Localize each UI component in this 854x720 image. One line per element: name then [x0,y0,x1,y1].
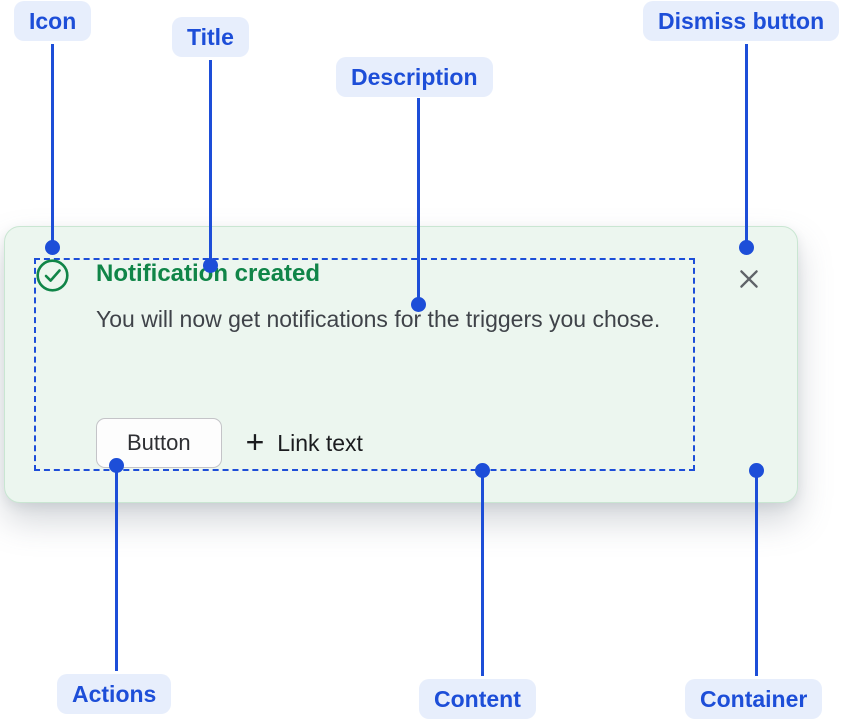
notification-actions: Button + Link text [96,418,363,468]
callout-dot-title [203,258,218,273]
callout-line-actions [115,465,118,671]
action-link[interactable]: + Link text [245,423,363,460]
callout-label-description: Description [336,57,493,97]
dismiss-button[interactable] [731,261,767,297]
plus-icon: + [245,423,265,460]
callout-label-container: Container [685,679,823,719]
callout-line-container [755,471,758,676]
action-link-label: Link text [277,429,363,456]
callout-label-actions: Actions [57,674,172,714]
callout-dot-content [475,463,490,478]
notification-container: Notification created You will now get no… [4,226,798,503]
callout-line-icon [51,44,54,247]
content-region-outline [34,258,695,471]
callout-dot-icon [45,240,60,255]
close-icon [740,270,758,288]
check-circle-icon [36,259,69,292]
callout-label-dismiss-button: Dismiss button [643,1,840,41]
callout-line-dismiss [745,44,748,247]
callout-line-title [209,60,212,265]
callout-line-description [417,98,420,305]
callout-dot-container [749,463,764,478]
callout-label-icon: Icon [14,1,92,41]
notification-description: You will now get notifications for the t… [96,306,661,332]
callout-label-content: Content [419,679,536,719]
callout-label-title: Title [172,17,249,57]
callout-dot-dismiss [739,240,754,255]
callout-line-content [481,470,484,676]
callout-dot-actions [109,458,124,473]
callout-dot-description [411,297,426,312]
